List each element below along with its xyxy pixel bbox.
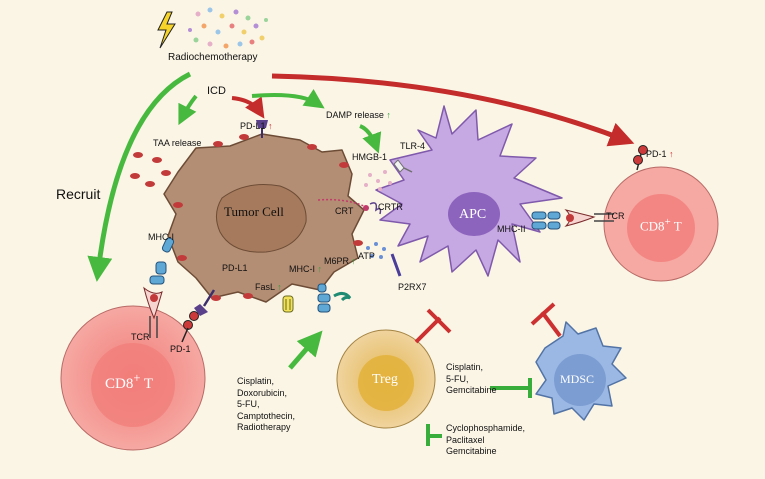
crt-label: CRT: [335, 206, 354, 216]
pd1-receptor-right-icon: [633, 145, 648, 171]
m6pr-label: M6PR ↑: [324, 256, 357, 266]
drug-item: Cyclophosphamide,: [446, 423, 526, 433]
cd8-right-label: CD8+ T: [640, 216, 682, 234]
drug-item: Doxorubicin,: [237, 387, 288, 398]
inhibit-mdsc-to-apc: [530, 302, 562, 338]
cd8-left-label: CD8+ T: [105, 371, 154, 392]
pd1-right-label: PD-1 ↑: [646, 149, 674, 159]
arrow-recruit: [87, 71, 192, 282]
apc-nucleus: [448, 192, 500, 236]
fasl-receptor-icon: [282, 295, 294, 313]
tlr4-label: TLR-4: [400, 141, 426, 151]
mhc1-bottom-label: MHC-I ↑: [289, 264, 323, 274]
drug-item: 5-FU,: [237, 399, 260, 409]
drug-item: Gemcitabine: [446, 446, 497, 456]
apc-cell: [375, 105, 563, 277]
mhc1-left-label: MHC-I: [148, 232, 174, 242]
radiochemotherapy-label: Radiochemotherapy: [168, 52, 258, 63]
cd8-t-cell-right: [603, 166, 719, 282]
crtr-label: CRTR: [378, 202, 403, 212]
mdsc-label: MDSC: [560, 372, 595, 386]
treg-label: Treg: [372, 372, 398, 387]
drug-item: Cisplatin,: [237, 376, 275, 386]
arrow-to-pd1: [271, 73, 635, 147]
up-arrow-icon: ↑: [317, 264, 323, 274]
arrow-to-damp: [251, 89, 325, 109]
crt-path: [317, 198, 365, 207]
taa-vesicles: [130, 152, 162, 187]
p2rx7-label: P2RX7: [398, 282, 427, 292]
fasl-label: FasL ↑: [255, 282, 282, 292]
tcr-right-label: TCR: [606, 211, 625, 221]
mhc2-tcr-synapse-right-icon: [531, 209, 614, 230]
icd-inducer-drugs: Cisplatin, Doxorubicin, 5-FU, Camptothec…: [237, 376, 295, 434]
up-arrow-icon: ↑: [351, 256, 357, 266]
treg-cell: [336, 329, 436, 429]
cd8-t-cell-left: [60, 305, 206, 451]
arrow-drugs-to-tumor: [288, 330, 323, 370]
mhc1-bottom-icon: [317, 283, 331, 313]
inhibit-drugs-to-treg: [426, 424, 442, 446]
damp-vesicles: [161, 134, 363, 301]
up-arrow-icon: ↑: [386, 110, 391, 120]
lightning-icon: [157, 11, 176, 49]
atp-label: ATP: [358, 251, 375, 261]
tcr-left-label: TCR: [131, 332, 150, 342]
pdl1-top-label: PD-L1 ↑: [240, 121, 273, 131]
inhibit-drugs-to-mdsc: [490, 378, 532, 398]
tumor-cell-label: Tumor Cell: [224, 204, 284, 219]
mhc2-label: MHC-II: [497, 224, 526, 234]
apc-label: APC: [459, 207, 487, 222]
drug-item: Camptothecin,: [237, 410, 296, 421]
mdsc-inhibitor-drugs: Cisplatin, 5-FU, Gemcitabine: [446, 362, 497, 397]
arrow-to-hmgb1: [359, 124, 382, 154]
arrow-to-taa: [178, 94, 198, 126]
up-arrow-icon: ↑: [669, 149, 674, 159]
inhibit-treg-to-apc: [414, 308, 452, 344]
drug-item: Paclitaxel: [446, 434, 485, 445]
taa-release-label: TAA release: [153, 138, 202, 148]
drug-particles-icon: [188, 7, 268, 49]
pdl1-pd1-bottom-icon: [181, 289, 216, 343]
drug-item: Gemcitabine: [446, 385, 497, 395]
tlr4-receptor-icon: [393, 159, 413, 173]
atp-particles: [366, 242, 386, 259]
drug-item: Radiotherapy: [237, 422, 291, 432]
up-arrow-icon: ↑: [277, 282, 282, 292]
drug-item: 5-FU,: [446, 373, 469, 384]
crtr-receptor-icon: [369, 202, 382, 215]
pdl1-bottom-label: PD-L1: [222, 263, 248, 273]
drug-item: Cisplatin,: [446, 362, 484, 372]
damp-release-label: DAMP release ↑: [326, 110, 391, 120]
recruit-label: Recruit: [56, 186, 101, 202]
p2rx7-receptor-icon: [390, 253, 402, 277]
icd-label: ICD: [207, 85, 226, 97]
pdl1-receptor-top-icon: [256, 120, 268, 138]
m6pr-receptor-icon: [333, 291, 352, 302]
hmgb1-particles: [364, 170, 392, 191]
mdsc-nucleus: [554, 354, 606, 406]
treg-inhibitor-drugs: Cyclophosphamide, Paclitaxel Gemcitabine: [446, 423, 525, 458]
pd1-left-label: PD-1: [170, 344, 191, 354]
hmgb1-label: HMGB-1: [352, 152, 388, 162]
up-arrow-icon: ↑: [268, 121, 273, 131]
tumor-nucleus: [216, 184, 307, 253]
arrow-to-pdl1: [231, 96, 265, 119]
mhc1-tcr-synapse-left-icon: [143, 237, 175, 338]
